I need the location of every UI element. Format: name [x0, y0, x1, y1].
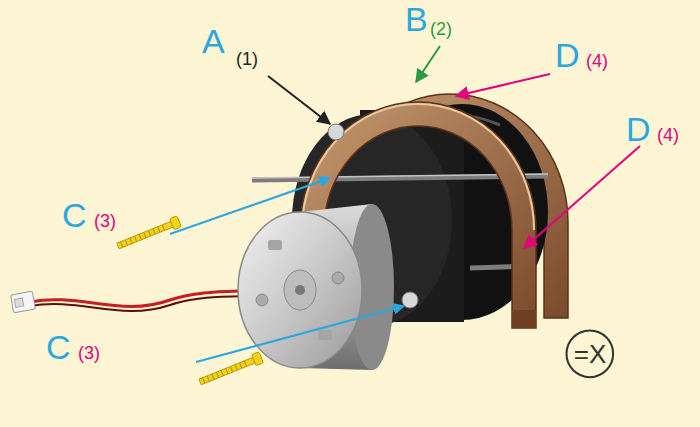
circle-outline [567, 331, 614, 378]
leader-line [524, 146, 640, 248]
part-letter: A [202, 24, 225, 58]
screw [198, 352, 264, 388]
plate-foot [512, 310, 536, 328]
leader-line [416, 46, 440, 82]
node-text: =X [574, 341, 607, 367]
part-letter: D [626, 112, 651, 146]
cable [11, 290, 262, 313]
nut [402, 292, 418, 308]
callout-number: (4) [657, 126, 679, 144]
callout-number: (3) [94, 212, 116, 230]
leader-line [196, 306, 404, 362]
part-letter: D [555, 38, 580, 72]
leader-line [456, 74, 550, 96]
callout-number: (3) [78, 344, 100, 362]
part-letter: C [46, 330, 71, 364]
leader-line [268, 76, 330, 124]
callout-number: (1) [236, 50, 258, 68]
result-circle: =X [565, 329, 615, 379]
callout-number: (4) [586, 52, 608, 70]
nut [328, 124, 344, 140]
leader-line [170, 178, 330, 234]
part-letter: B [405, 2, 428, 36]
callout-number: (2) [430, 20, 452, 38]
part-letter: C [62, 198, 87, 232]
